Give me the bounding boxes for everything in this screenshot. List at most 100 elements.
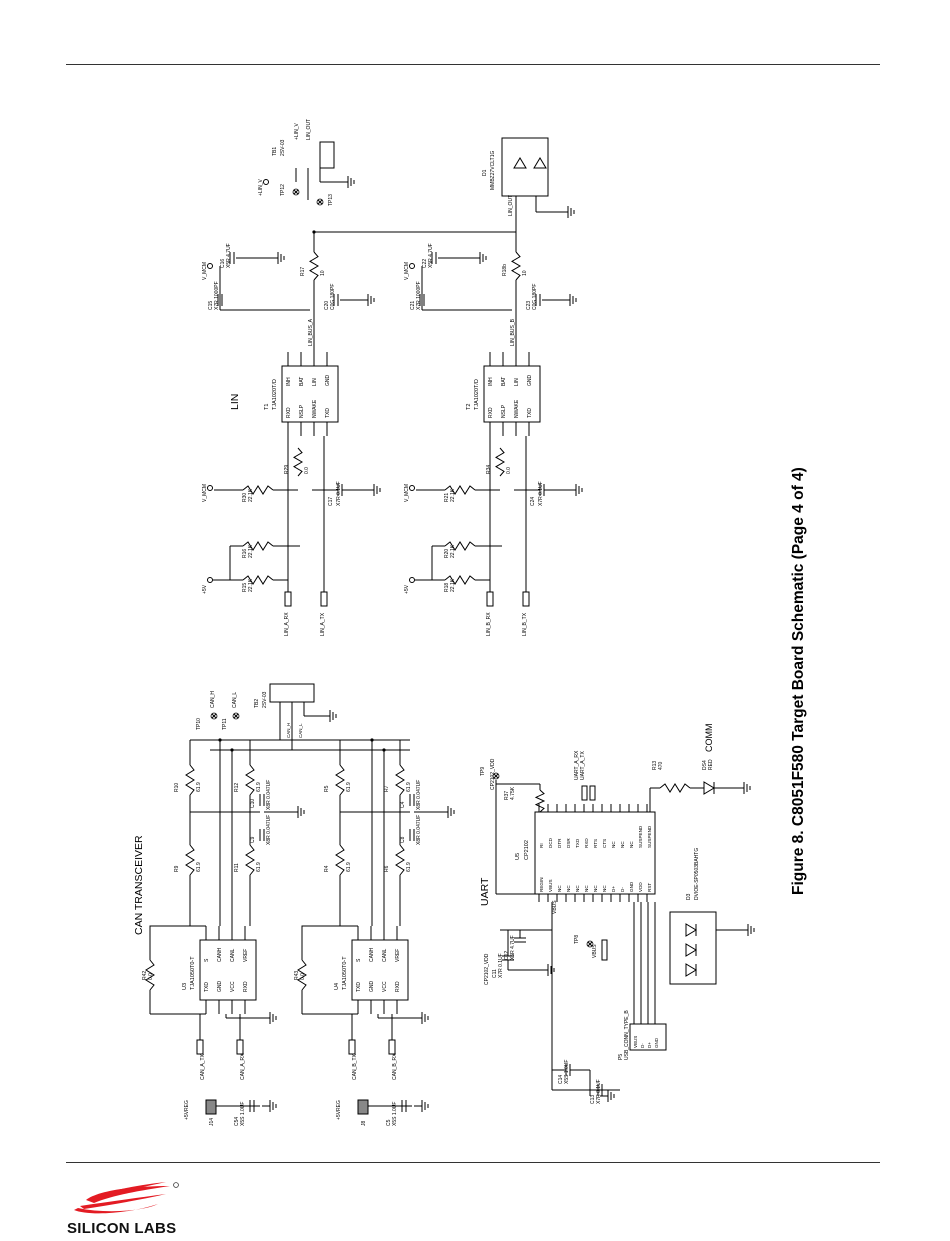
pin-label: D-	[620, 887, 625, 892]
power-port-icon	[207, 263, 213, 269]
resistor-value: 61.9	[256, 782, 262, 792]
pin-label: INH	[286, 377, 292, 386]
net-label: CAN_L	[232, 692, 238, 708]
cap-ref: C22	[422, 259, 428, 268]
pin-label: S	[204, 958, 210, 962]
terminal-block	[319, 141, 335, 169]
resistor-ref: R21	[444, 493, 450, 502]
pin-label: S	[356, 958, 362, 962]
cap-value: X7R 0.1UF	[336, 481, 342, 506]
cap-ref: C15	[208, 301, 214, 310]
resistor-ref: R13	[652, 761, 658, 770]
resistor-ref: R37	[504, 791, 510, 800]
net-label: +5V	[404, 584, 410, 594]
cap-ref: C21	[410, 301, 416, 310]
net-label: +5VREG	[336, 1100, 342, 1120]
jumper-ref: J14	[209, 1118, 215, 1126]
resistor-value: 61.9	[256, 862, 262, 872]
tp-ref: TP12	[280, 184, 286, 196]
net-label: UART_A_TX	[580, 751, 586, 780]
resistor-ref: R15	[242, 583, 248, 592]
net-label: LIN_BUS_A	[308, 318, 314, 346]
cap-ref: C20	[324, 301, 330, 310]
pin-label: NC	[584, 885, 589, 892]
net-label: CP2102_VDD	[484, 953, 490, 985]
resistor-ref: R16	[242, 549, 248, 558]
resistor-icon	[145, 959, 155, 991]
cap-value: X8R 0.047UF	[266, 815, 272, 845]
led-icon	[703, 781, 715, 795]
resistor-ref: R43	[294, 971, 300, 980]
resistor-value: 61.9	[196, 782, 202, 792]
esd-diode-array	[669, 911, 717, 985]
net-port	[486, 591, 494, 607]
tb-ref: TB2	[254, 699, 260, 708]
resistor-value: 61.9	[346, 782, 352, 792]
net-port	[196, 1039, 204, 1055]
connector-ref: P5	[618, 1054, 624, 1060]
net-label: +LIN_V	[294, 123, 300, 140]
cap-value: X7R 0.1UF	[596, 1079, 602, 1104]
pin-label: GND	[654, 1037, 659, 1048]
net-label: V_MCM	[404, 484, 410, 502]
pin-label: NSLP	[501, 404, 507, 418]
tp-ref: TP11	[222, 718, 228, 730]
connector-part: USB_CONN_TYPE_B	[624, 1010, 630, 1060]
net-label: CAN_H	[286, 723, 291, 738]
cap-ref: C16	[220, 259, 226, 268]
pin-label: TXD	[356, 982, 362, 992]
resistor-icon	[395, 764, 405, 796]
resistor-value: 61.9	[406, 862, 412, 872]
cap-ref: C5	[386, 1119, 392, 1126]
resistor-icon	[242, 485, 274, 495]
resistor-ref: R34	[486, 465, 492, 474]
uart-bridge-chip	[534, 811, 656, 895]
resistor-ref: R42	[142, 971, 148, 980]
net-port	[522, 591, 530, 607]
chip-ref: U5	[515, 853, 521, 860]
resistor-value: 22.1K	[248, 544, 254, 558]
net-port	[388, 1039, 396, 1055]
net-label: LIN_B_RX	[486, 612, 492, 636]
chip-part: TJA1050T0-T	[190, 956, 196, 990]
test-point-cross	[493, 773, 499, 779]
can-transceiver-chip	[199, 939, 257, 1001]
can-transceiver-chip	[351, 939, 409, 1001]
pin-label: CANL	[230, 948, 236, 962]
terminal-block	[269, 683, 315, 703]
resistor-icon	[185, 844, 195, 876]
chip-part: TJA1020T/D	[272, 379, 278, 410]
resistor-value: 22.1K	[450, 488, 456, 502]
resistor-icon	[444, 541, 476, 551]
chip-part: CP2102	[524, 840, 530, 860]
net-label: UART_A_RX	[574, 750, 580, 780]
net-port	[320, 591, 328, 607]
diode-icon	[533, 157, 547, 169]
pin-label: NC	[611, 841, 616, 848]
pin-label: TXD	[527, 408, 533, 418]
power-port-icon	[409, 485, 415, 491]
pin-label: NC	[602, 885, 607, 892]
figure-caption: Figure 8. C8051F580 Target Board Schemat…	[790, 467, 807, 895]
pin-label: BAT	[299, 377, 305, 386]
resistor-ref: R12	[234, 783, 240, 792]
resistor-ref: R18b	[502, 264, 508, 276]
power-port-icon	[263, 179, 269, 185]
resistor-icon	[297, 959, 307, 991]
net-label: CAN_H	[210, 691, 216, 708]
diode-part: MMBZ27VCLT1G	[490, 151, 496, 190]
pin-label: D-	[640, 1043, 645, 1048]
power-port-icon	[409, 263, 415, 269]
pin-label: NWAKE	[514, 399, 520, 418]
cap-ref: C9	[250, 836, 256, 843]
cap-ref: C54	[234, 1117, 240, 1126]
pin-label: VBUS	[548, 879, 553, 892]
net-port	[601, 939, 608, 961]
net-label: V_MCM	[202, 484, 208, 502]
pin-label: INH	[488, 377, 494, 386]
net-label: CAN_L	[298, 723, 303, 738]
tvs-diode	[501, 137, 549, 197]
cap-ref: C17	[328, 497, 334, 506]
resistor-icon	[293, 447, 303, 477]
cap-value: C0G 180PF	[330, 284, 336, 310]
